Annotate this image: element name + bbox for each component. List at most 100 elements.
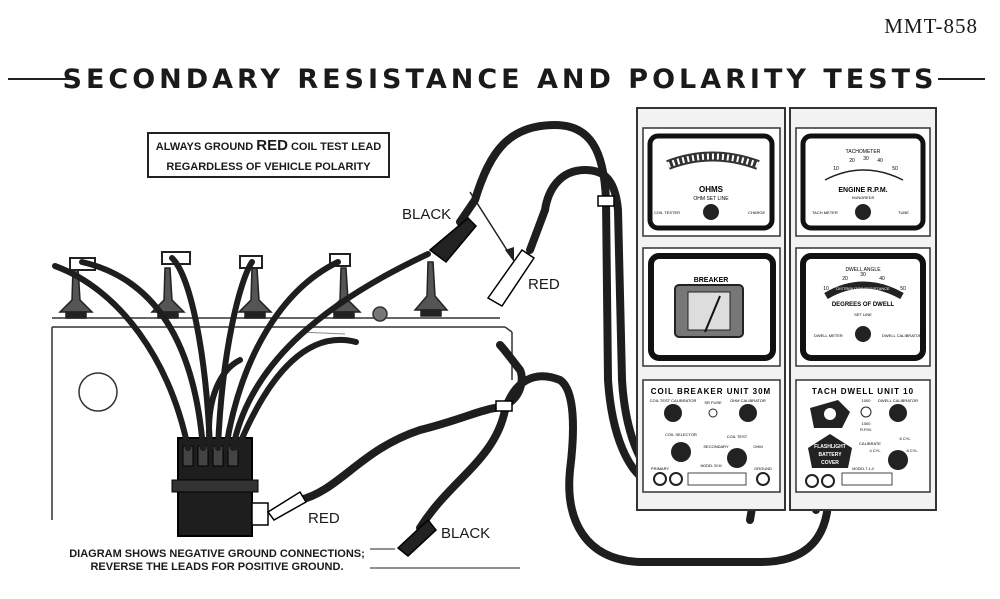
svg-text:50: 50: [900, 286, 906, 292]
tach-knob[interactable]: [855, 204, 871, 220]
callout-line2: REGARDLESS OF VEHICLE POLARITY: [166, 161, 371, 173]
ground-label: GROUND: [754, 466, 772, 471]
svg-text:10: 10: [823, 286, 829, 292]
lead-black-top: [456, 120, 649, 484]
ohm-set-line: OHM SET LINE: [693, 196, 729, 202]
svg-text:20: 20: [842, 276, 848, 282]
4cyl-label: 4 CYL: [869, 448, 881, 453]
primary-jack-2[interactable]: [669, 472, 683, 486]
plug-boots: [69, 251, 351, 271]
calibrate-label: CALIBRATE: [859, 441, 881, 446]
label-red-top: RED: [528, 276, 560, 293]
label-black-bottom: BLACK: [441, 525, 491, 542]
callout-pointer: [469, 191, 513, 259]
tach-jack-2[interactable]: [821, 474, 835, 488]
coil-selector-knob[interactable]: [671, 442, 691, 462]
hundreds-label: HUNDREDS: [852, 195, 875, 200]
left-model-label: MODEL 30 M: [700, 464, 721, 468]
label-black-top: BLACK: [402, 206, 452, 223]
svg-text:50: 50: [892, 166, 898, 172]
engine-block: [51, 306, 513, 520]
svg-text:40: 40: [877, 158, 883, 164]
tachometer-meter: [800, 133, 926, 231]
distributor-resistance-label: DISTRIBUTOR RESISTANCE: [836, 286, 890, 291]
dwell-angle-label: DWELL ANGLE: [845, 267, 881, 273]
charge-label: CHARGE: [748, 210, 765, 215]
coil-test-knob[interactable]: [727, 448, 747, 468]
ohm-calibrator-label: OHM CALIBRATOR: [730, 398, 766, 403]
engine-plug-hole: [78, 372, 118, 412]
document-id: MMT-858: [884, 14, 978, 38]
callout-text-before: ALWAYS GROUND: [155, 141, 257, 153]
note-line1: DIAGRAM SHOWS NEGATIVE GROUND CONNECTION…: [69, 548, 365, 560]
clip-red-top: [486, 248, 536, 307]
flashlight-battery-cover[interactable]: [808, 434, 852, 468]
clip-black-top: [428, 216, 478, 264]
spark-plug: [413, 261, 449, 317]
sr-fuse: [708, 408, 718, 418]
polarity-note: DIAGRAM SHOWS NEGATIVE GROUND CONNECTION…: [52, 548, 382, 574]
tach-jack-1[interactable]: [805, 474, 819, 488]
ohm-label: OHM: [753, 444, 762, 449]
callout-red-word: RED: [256, 137, 288, 154]
tach-dwell-title: TACH DWELL UNIT 10: [812, 387, 914, 396]
note-line2: REVERSE THE LEADS FOR POSITIVE GROUND.: [90, 561, 344, 573]
clip-black-bottom: [396, 518, 438, 557]
coil-breaker-unit: OHMS OHM SET LINE COIL TESTER CHARGE BRE…: [636, 107, 786, 511]
coil-tester-label: COIL TESTER: [654, 210, 680, 215]
spark-plug: [150, 267, 186, 319]
coil-test-label: COIL TEST: [727, 434, 748, 439]
distributor: [171, 437, 269, 537]
lead-black-bottom: [416, 372, 834, 566]
ohms-knob[interactable]: [703, 204, 719, 220]
coil-test-calibrator-label: COIL TEST CALIBRATOR: [650, 398, 697, 403]
ignition-wires: [52, 251, 431, 451]
secondary-label: SECONDARY: [703, 444, 729, 449]
coil-test-calibrator-knob[interactable]: [664, 404, 682, 422]
dwell-set-line-label: SET LINE: [854, 312, 872, 317]
svg-text:30: 30: [863, 156, 869, 162]
battery-label: BATTERY: [818, 452, 842, 458]
rpm-switch[interactable]: [860, 406, 872, 418]
coil-selector-label: COIL SELECTOR: [665, 432, 697, 437]
lead-clips: [266, 195, 615, 557]
callout-box: ALWAYS GROUND RED COIL TEST LEAD REGARDL…: [147, 132, 390, 178]
dwell-meter-label: DWELL METER: [814, 333, 843, 338]
svg-text:30: 30: [860, 272, 866, 278]
coil-breaker-title: COIL BREAKER UNIT 30M: [651, 387, 771, 396]
rpm-label: R.P.M.: [860, 427, 872, 432]
cover-label: COVER: [821, 460, 839, 466]
breaker-label: BREAKER: [694, 277, 729, 284]
svg-text:20: 20: [849, 158, 855, 164]
dwell-meter: [800, 253, 926, 361]
callout-text-after: COIL TEST LEAD: [287, 141, 382, 153]
ohm-calibrator-knob[interactable]: [739, 404, 757, 422]
tune-label: TUNE: [898, 210, 909, 215]
primary-jack[interactable]: [653, 472, 667, 486]
tachometer-label: TACHOMETER: [846, 149, 881, 155]
dwell-calibrator-label: DWELL CALIBRATOR: [878, 398, 918, 403]
dwell-knob[interactable]: [855, 326, 871, 342]
8cyl-label: 8 CYL: [906, 448, 918, 453]
rpm-1000b-label: 1000: [862, 421, 872, 426]
page-title: SECONDARY RESISTANCE AND POLARITY TESTS: [62, 64, 938, 95]
primary-label: PRIMARY: [651, 466, 669, 471]
engine-rpm-label: ENGINE R.P.M.: [838, 187, 887, 194]
ground-jack[interactable]: [756, 472, 770, 486]
cylinder-selector-knob[interactable]: [888, 450, 908, 470]
right-model-label: MODEL T-1-0: [852, 467, 873, 471]
engine-bolt: [372, 306, 388, 322]
6cyl-label: 6 CYL: [899, 436, 911, 441]
dwell-meter-right-label: DWELL CALIBRATOR: [882, 333, 922, 338]
label-red-bottom: RED: [308, 510, 340, 527]
flashlight-label: FLASHLIGHT: [814, 444, 846, 450]
clip-red-bottom: [266, 490, 308, 521]
svg-text:40: 40: [879, 276, 885, 282]
tach-meter-label: TACH METER: [812, 210, 838, 215]
svg-text:10: 10: [833, 166, 839, 172]
tach-dwell-unit: TACHOMETER 10 20 30 40 50 ENGINE R.P.M. …: [789, 107, 937, 511]
sr-fuse-label: SR FUSE: [704, 400, 722, 405]
degrees-of-dwell-label: DEGREES OF DWELL: [832, 302, 895, 308]
dwell-calibrator-knob[interactable]: [889, 404, 907, 422]
